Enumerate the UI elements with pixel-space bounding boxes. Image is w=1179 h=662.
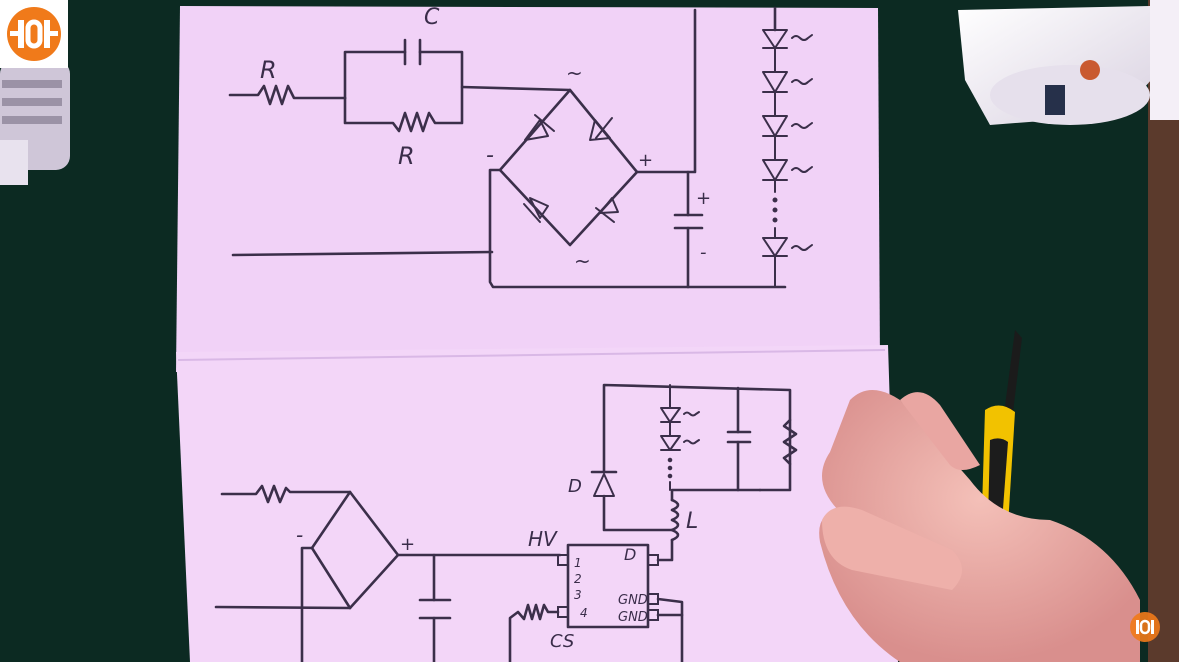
top-cap-minus-label: - (700, 242, 707, 263)
top-ac-top-label: ~ (566, 61, 583, 85)
ic-gnd1-label: GND (618, 593, 648, 608)
hand-with-screwdriver (819, 330, 1140, 662)
ic-gnd2-label: GND (618, 610, 648, 625)
hv-label: HV (528, 527, 558, 551)
led-bulb-right (958, 0, 1179, 125)
paper-sheet-bottom (176, 345, 898, 662)
led-bulb-left (0, 60, 70, 185)
bottom-schematic: - + HV 1 2 3 4 D GND GND CS D L (214, 383, 798, 662)
inductor-label: L (686, 509, 698, 534)
circuit-logo-icon (7, 7, 61, 61)
ic-pin3-label: 3 (574, 588, 582, 602)
top-schematic: C R R ~ ~ - + + - (228, 5, 813, 289)
top-bridge-minus-label: - (486, 143, 494, 168)
driver-ic-body (566, 543, 650, 629)
ic-pin4-label: 4 (580, 606, 588, 620)
bottom-bridge-plus-label: + (400, 534, 415, 555)
top-cap-plus-label: + (696, 188, 711, 209)
bottom-bridge-minus-label: - (296, 523, 303, 547)
circuit-logo-watermark-icon (1130, 612, 1160, 642)
paper-sheet-top (176, 6, 880, 372)
top-bridge-plus-label: + (638, 150, 653, 171)
cs-label: CS (550, 631, 574, 652)
ic-pin1-label: 1 (574, 556, 582, 570)
top-bleed-resistor-label: R (398, 142, 415, 170)
top-capacitor-label: C (424, 5, 440, 30)
ic-pin2-label: 2 (574, 572, 582, 586)
top-ac-bottom-label: ~ (574, 249, 591, 273)
channel-logo (0, 0, 68, 68)
ic-d-pin-label: D (624, 545, 636, 564)
top-series-resistor-label: R (260, 56, 277, 84)
diode-label: D (568, 476, 582, 497)
